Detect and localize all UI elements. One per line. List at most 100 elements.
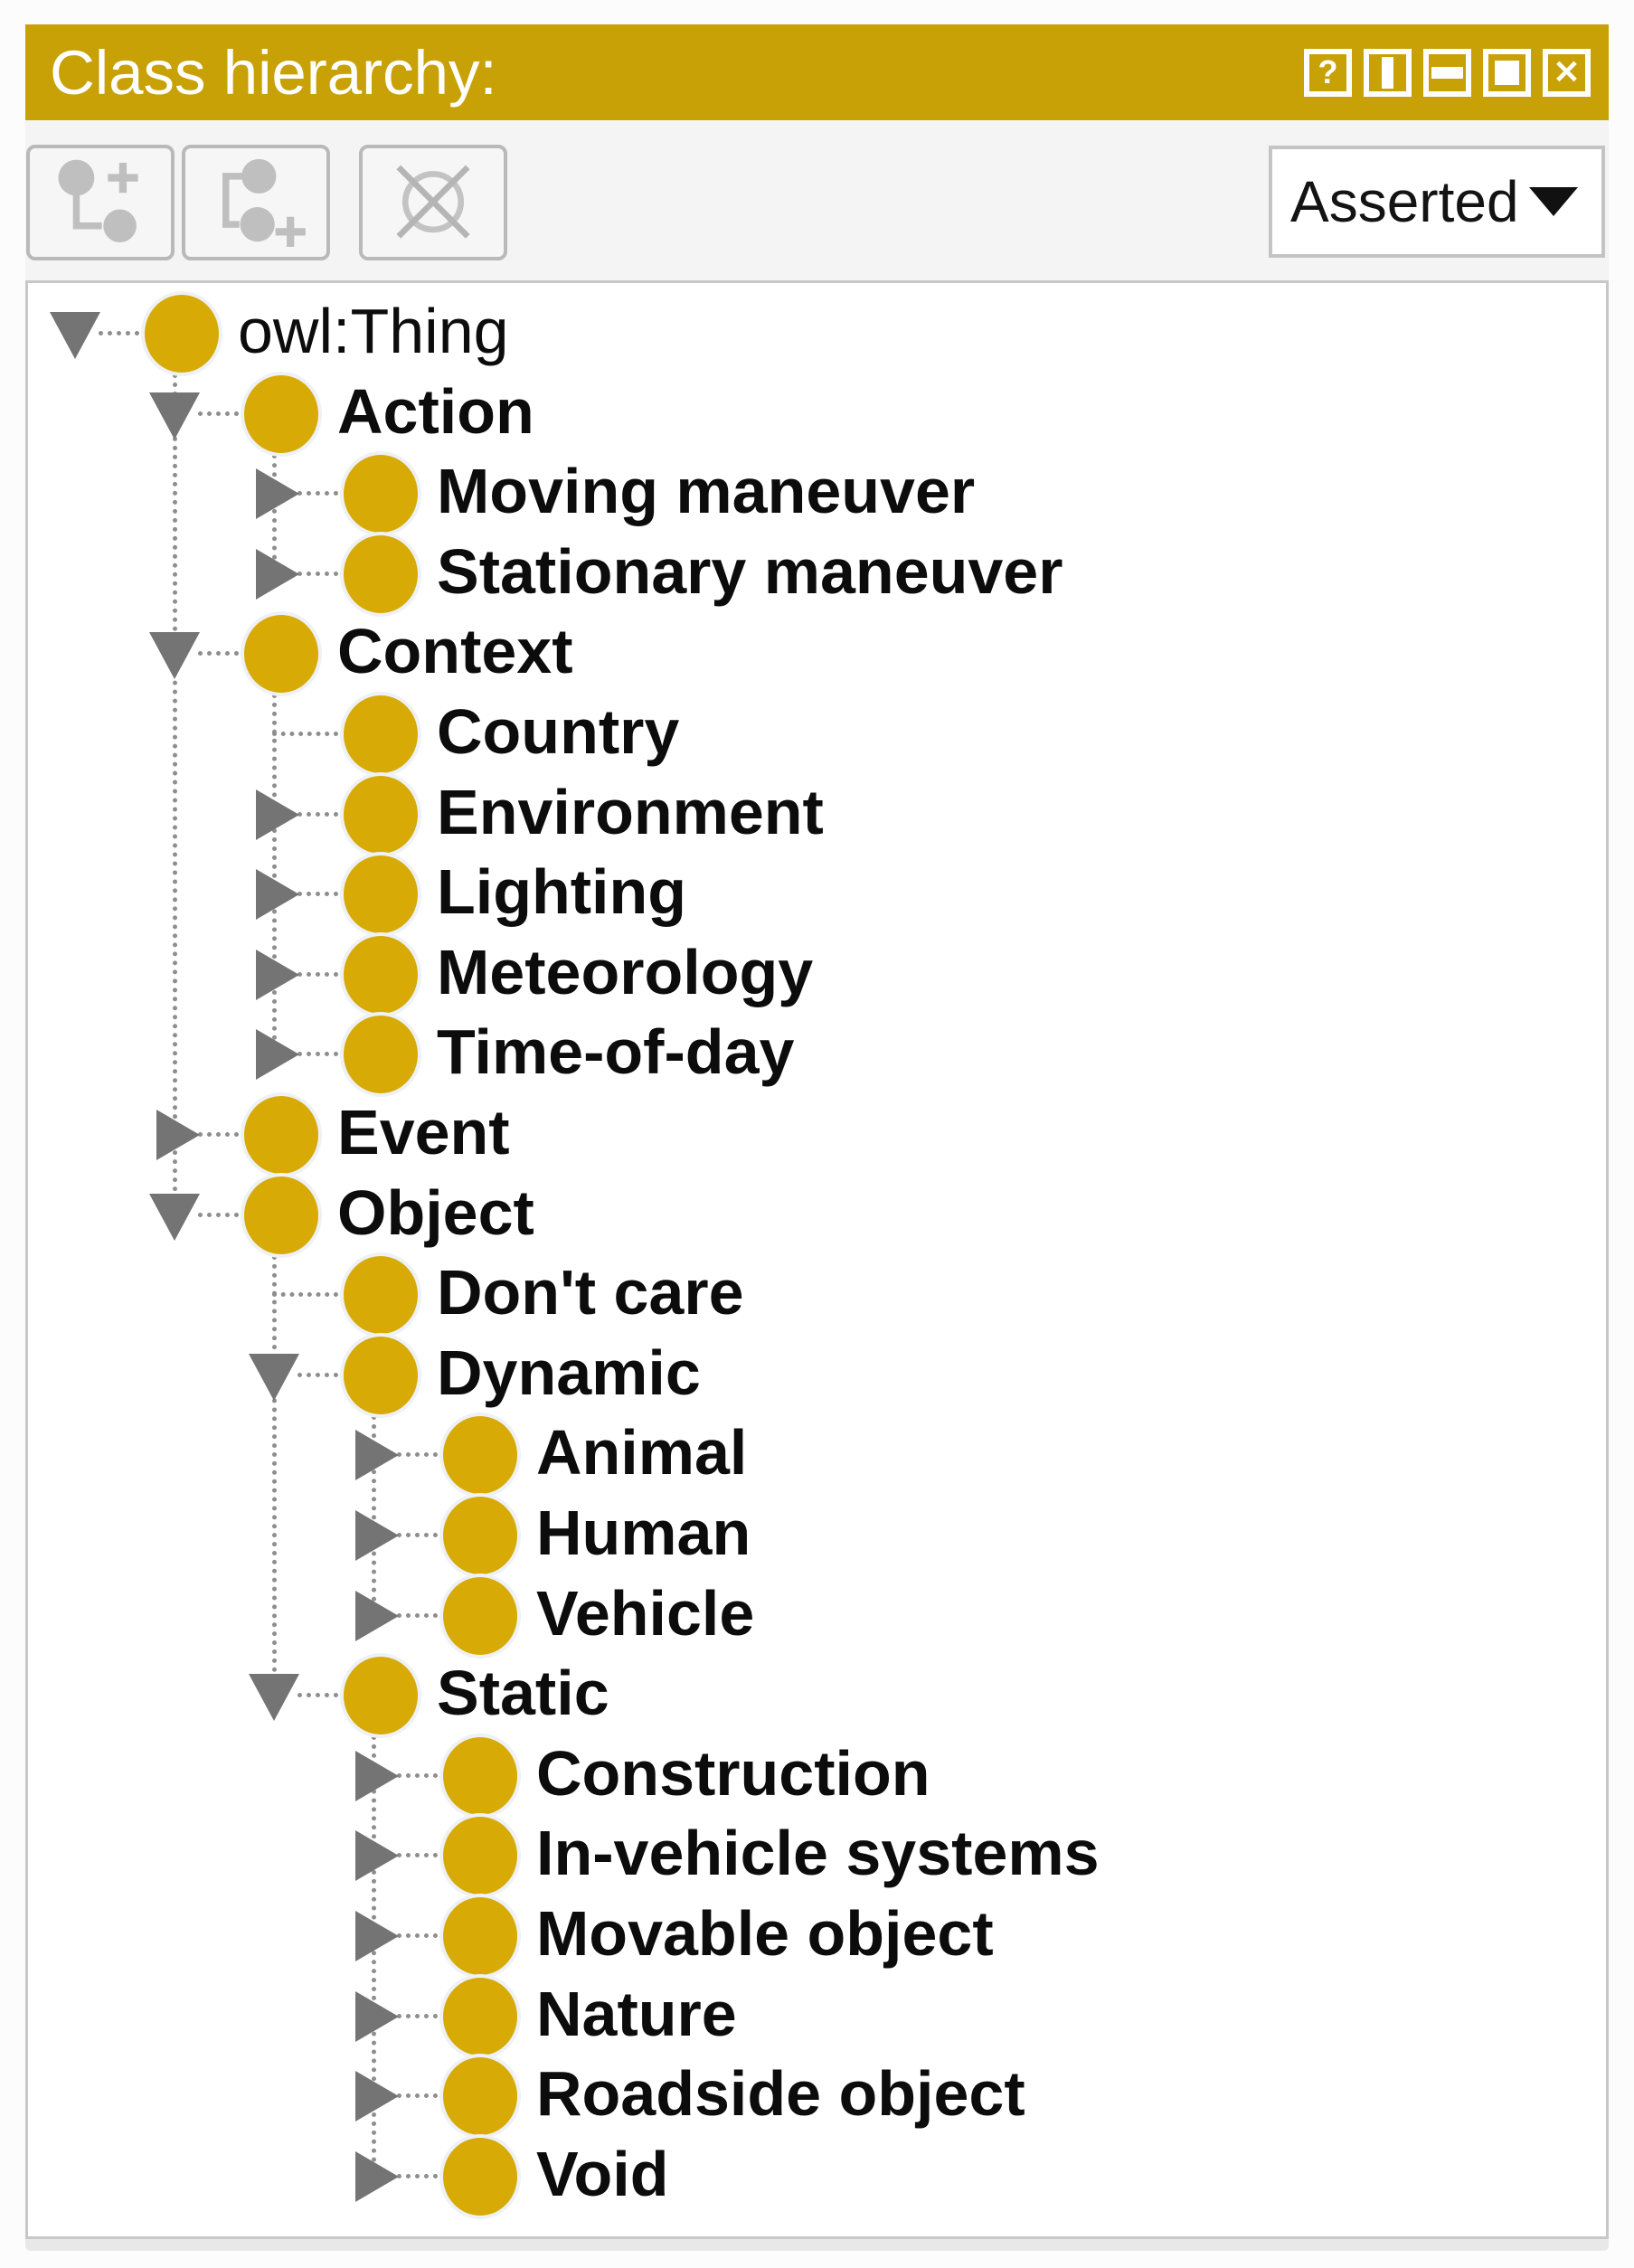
class-label[interactable]: Object	[337, 1177, 534, 1248]
class-icon[interactable]	[244, 374, 318, 453]
split-horizontal-icon[interactable]	[1423, 48, 1471, 97]
class-icon[interactable]	[344, 935, 418, 1014]
class-label[interactable]: Country	[437, 696, 680, 768]
tree-expander-icon[interactable]	[256, 869, 299, 921]
delete-class-icon	[396, 165, 470, 239]
class-label[interactable]: Construction	[536, 1737, 930, 1809]
tree-expander-icon[interactable]	[256, 949, 299, 1000]
tree-expander-icon[interactable]	[355, 1430, 399, 1481]
close-icon[interactable]: ✕	[1543, 48, 1591, 97]
class-label[interactable]: Action	[337, 375, 534, 447]
class-icon[interactable]	[344, 775, 418, 854]
tree-connector	[272, 1254, 277, 1700]
tree-expander-icon[interactable]	[156, 1110, 200, 1160]
panel-title: Class hierarchy:	[50, 37, 497, 108]
class-icon[interactable]	[443, 1817, 517, 1895]
help-icon[interactable]: ?	[1304, 48, 1352, 97]
class-icon[interactable]	[344, 1256, 418, 1335]
maximize-icon[interactable]	[1483, 48, 1531, 97]
class-label[interactable]: Human	[536, 1498, 751, 1569]
class-icon[interactable]	[145, 295, 219, 373]
class-label[interactable]: Stationary maneuver	[437, 535, 1063, 607]
class-label[interactable]: Meteorology	[437, 936, 814, 1007]
tree-expander-icon[interactable]	[355, 1590, 399, 1641]
class-label[interactable]: Vehicle	[536, 1577, 755, 1649]
class-icon[interactable]	[443, 1416, 517, 1495]
tree-connector	[298, 1372, 338, 1377]
tree-expander-icon[interactable]	[149, 392, 200, 439]
tree-expander-icon[interactable]	[256, 548, 299, 600]
tree-connector	[198, 1132, 239, 1137]
tree-connector	[198, 651, 239, 657]
class-icon[interactable]	[443, 2057, 517, 2136]
class-label[interactable]: Dynamic	[437, 1337, 701, 1408]
tree-connector	[397, 1853, 438, 1858]
tree-connector	[298, 1693, 338, 1698]
tree-connector	[298, 811, 338, 817]
class-icon[interactable]	[443, 1897, 517, 1975]
class-label[interactable]: Time-of-day	[437, 1016, 795, 1088]
class-icon[interactable]	[443, 1497, 517, 1574]
tree-expander-icon[interactable]	[355, 1990, 399, 2042]
class-label[interactable]: Event	[337, 1097, 510, 1168]
tree-connector	[298, 892, 338, 897]
tree-connector	[397, 1452, 438, 1458]
class-label[interactable]: Context	[337, 616, 573, 687]
class-label[interactable]: Lighting	[437, 856, 687, 928]
class-label[interactable]: In-vehicle systems	[536, 1818, 1100, 1889]
tree-expander-icon[interactable]	[256, 1029, 299, 1081]
tree-expander-icon[interactable]	[149, 1193, 200, 1241]
tree-expander-icon[interactable]	[355, 2150, 399, 2202]
tree-expander-icon[interactable]	[249, 1674, 299, 1722]
class-label[interactable]: Movable object	[536, 1898, 994, 1970]
class-label[interactable]: Static	[437, 1658, 609, 1729]
class-icon[interactable]	[443, 1736, 517, 1815]
tree-connector	[397, 1612, 438, 1618]
class-icon[interactable]	[344, 1016, 418, 1094]
class-icon[interactable]	[443, 2137, 517, 2216]
class-icon[interactable]	[344, 455, 418, 534]
tree-connector	[198, 1212, 239, 1217]
panel-titlebar: Class hierarchy: ? ✕	[25, 24, 1609, 120]
class-label[interactable]: Nature	[536, 1978, 737, 2049]
tree-expander-icon[interactable]	[149, 632, 200, 680]
tree-expander-icon[interactable]	[355, 2071, 399, 2122]
split-vertical-icon[interactable]	[1364, 48, 1412, 97]
tree-expander-icon[interactable]	[355, 1830, 399, 1882]
class-label[interactable]: Animal	[536, 1417, 748, 1488]
class-icon[interactable]	[244, 1096, 318, 1174]
class-icon[interactable]	[244, 615, 318, 694]
tree-expander-icon[interactable]	[50, 312, 100, 359]
tree-expander-icon[interactable]	[256, 468, 299, 520]
add-subclass-icon	[58, 159, 138, 243]
class-label[interactable]: owl:Thing	[238, 296, 509, 367]
class-label[interactable]: Don't care	[437, 1257, 744, 1328]
add-subclass-button[interactable]	[26, 145, 175, 260]
tree-expander-icon[interactable]	[355, 1510, 399, 1561]
tree-connector	[272, 1292, 338, 1298]
hierarchy-view-selector[interactable]: Asserted	[1269, 146, 1605, 258]
class-label[interactable]: Environment	[437, 776, 824, 847]
class-label[interactable]: Roadside object	[536, 2058, 1025, 2130]
class-icon[interactable]	[344, 695, 418, 773]
class-icon[interactable]	[344, 855, 418, 934]
delete-class-button[interactable]	[359, 145, 507, 260]
class-icon[interactable]	[344, 1336, 418, 1414]
class-icon[interactable]	[443, 1576, 517, 1655]
tree-expander-icon[interactable]	[355, 1750, 399, 1801]
class-label[interactable]: Moving maneuver	[437, 456, 976, 527]
tree-connector	[198, 411, 239, 416]
tree-expander-icon[interactable]	[355, 1911, 399, 1961]
class-icon[interactable]	[344, 534, 418, 613]
tree-expander-icon[interactable]	[249, 1353, 299, 1401]
class-icon[interactable]	[344, 1657, 418, 1735]
chevron-down-icon	[1529, 187, 1578, 216]
add-sibling-class-button[interactable]	[182, 145, 330, 260]
class-icon[interactable]	[244, 1176, 318, 1254]
class-label[interactable]: Void	[536, 2138, 669, 2209]
class-icon[interactable]	[443, 1977, 517, 2055]
hierarchy-view-value: Asserted	[1290, 169, 1519, 234]
tree-expander-icon[interactable]	[256, 789, 299, 840]
class-tree[interactable]: owl:Thing Action Moving maneuver Station…	[25, 280, 1609, 2239]
class-hierarchy-panel: Class hierarchy: ? ✕	[25, 24, 1609, 2239]
